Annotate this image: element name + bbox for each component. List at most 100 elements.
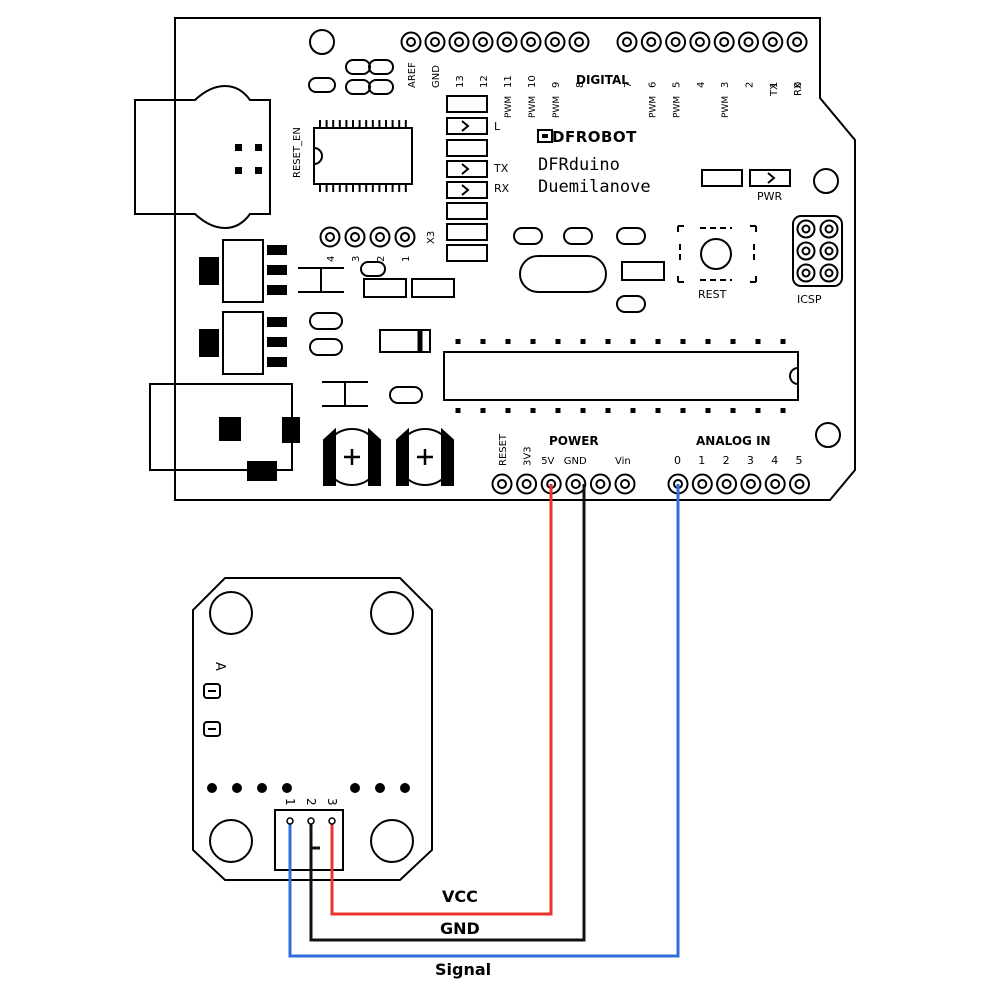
arduino-board (134, 17, 856, 501)
reg-lead (267, 285, 287, 295)
usb-pad (235, 167, 242, 174)
microcontroller (443, 351, 799, 401)
mcu-pin (705, 339, 711, 344)
mount-hole-top-left (309, 29, 335, 55)
digital-pin-label: 5 (672, 82, 683, 88)
power-jack-pad (219, 417, 241, 441)
x3-pin-label: 4 (326, 256, 337, 262)
board-model-line-2: Duemilanove (538, 177, 651, 197)
sensor-pad-row (207, 783, 410, 793)
led-label: L (494, 120, 501, 133)
cap-pad (368, 79, 394, 95)
mcu-pin (505, 339, 511, 344)
led-pad (446, 244, 488, 262)
digital-pin-label: 4 (696, 82, 707, 88)
x3-pin-hole (325, 232, 335, 242)
cap-pad (308, 77, 336, 93)
sensor-connector (274, 809, 344, 871)
pwm-label: PWM (504, 96, 514, 118)
mcu-pin (655, 408, 661, 413)
digital-pin-label: 1 (769, 82, 780, 88)
analog-header-label: ANALOG IN (696, 434, 771, 448)
power-header (491, 473, 636, 495)
x3-header (319, 226, 416, 248)
power-pin-hole (570, 479, 581, 489)
mcu-pin (555, 408, 561, 413)
mcu-pin (655, 339, 661, 344)
board-outline (174, 17, 856, 501)
digital-pin-hole (430, 37, 440, 47)
sensor-dot (282, 783, 292, 793)
digital-pin-label: 13 (455, 75, 466, 88)
mcu-pin (530, 339, 536, 344)
power-pin-label: RESET (498, 433, 509, 466)
digital-pin-hole (502, 37, 512, 47)
mcu-pin (755, 408, 761, 413)
mcu-pin (480, 408, 486, 413)
electrolytic-cap-1 (323, 427, 381, 486)
digital-pin-hole (743, 37, 754, 47)
led-pad (446, 117, 488, 135)
mount-hole-right-upper (813, 168, 839, 194)
analog-header (667, 473, 810, 495)
analog-pin-hole (745, 479, 756, 489)
mount-hole-right-lower (815, 422, 841, 448)
mcu-pin (455, 339, 461, 344)
x3-pin-label: 1 (401, 256, 412, 262)
sensor-side-label: A (212, 662, 227, 671)
digital-pin-hole (478, 37, 488, 47)
sensor-module (192, 577, 433, 881)
digital-pin-label: 10 (527, 75, 538, 88)
digital-pin-hole (550, 37, 560, 47)
sensor-dot (375, 783, 385, 793)
usb-chip-pins (319, 120, 407, 192)
wire-end-dots (286, 817, 336, 825)
mcu-pin (755, 339, 761, 344)
regulator-1 (222, 239, 264, 303)
analog-pin-hole (721, 479, 732, 489)
usb-chip (313, 127, 413, 185)
power-jack-pad (247, 461, 277, 481)
mcu-pin (505, 408, 511, 413)
rest-label: REST (698, 288, 727, 301)
digital-pin-hole (767, 37, 778, 47)
sensor-dot (232, 783, 242, 793)
cap-pad (368, 59, 394, 75)
sensor-pin-label: 1 (283, 798, 297, 806)
analog-pin-label: 1 (698, 454, 705, 467)
icsp-outline (792, 215, 843, 287)
reset-button (677, 225, 757, 283)
digital-pin-label: 11 (503, 75, 514, 88)
crystal (519, 255, 607, 293)
led-pad (446, 223, 488, 241)
digital-pin-hole (694, 37, 705, 47)
mcu-pin (680, 408, 686, 413)
mcu-pin (730, 408, 736, 413)
x3-label: X3 (426, 231, 437, 244)
resistor (621, 261, 665, 281)
pwm-label: PWM (648, 96, 658, 118)
x3-pin-label: 3 (351, 256, 362, 262)
cap-pad (389, 386, 423, 404)
mcu-pin (455, 408, 461, 413)
pwm-label: PWM (673, 96, 683, 118)
digital-pin-hole (454, 37, 464, 47)
icsp-header (792, 215, 843, 287)
sensor-dot (257, 783, 267, 793)
usb-connector (134, 84, 271, 230)
signal-wire (288, 484, 680, 958)
icsp-label: ICSP (797, 293, 822, 306)
digital-pin-label: 6 (647, 82, 658, 88)
signal-wire-label: Signal (435, 960, 491, 979)
board-model-line-1: DFRduino (538, 155, 620, 175)
icsp-pin-hole (824, 268, 834, 278)
usb-pad (255, 144, 262, 151)
cap-pad (309, 338, 343, 356)
cap-pad (309, 312, 343, 330)
